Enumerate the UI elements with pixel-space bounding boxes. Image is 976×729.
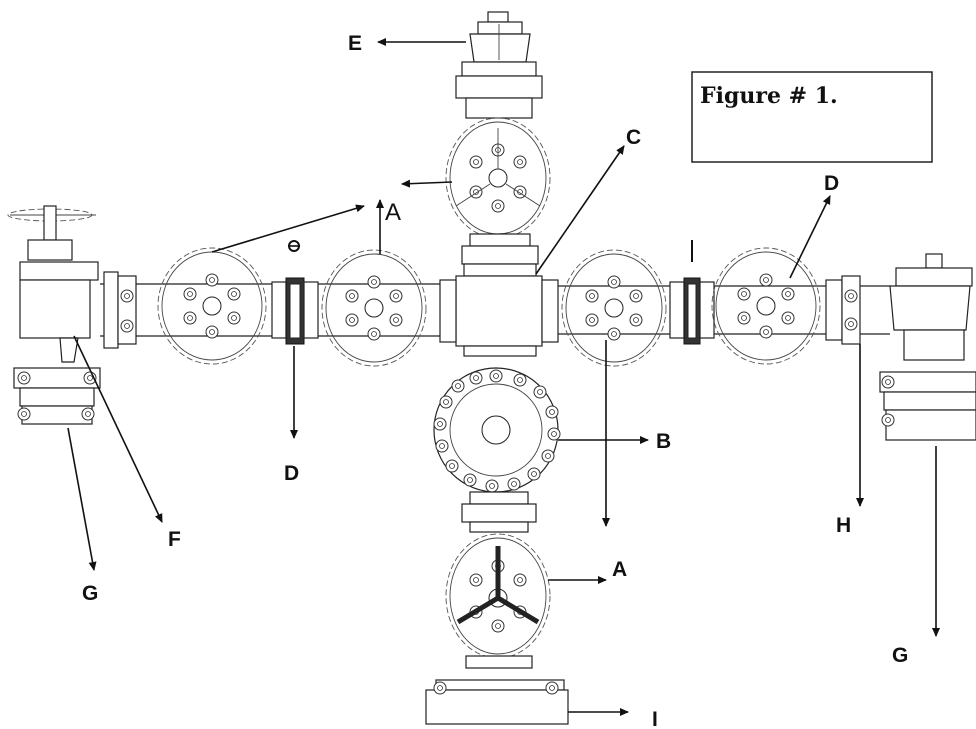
label-b: B bbox=[656, 430, 671, 453]
right-flange bbox=[825, 275, 861, 345]
label-e: E bbox=[348, 32, 362, 55]
master-valve-wheel bbox=[445, 533, 551, 659]
tree-cap bbox=[455, 11, 543, 119]
figure-caption-box: Figure # 1. bbox=[691, 71, 933, 163]
left-ring-gasket bbox=[271, 240, 319, 345]
label-d-left: D bbox=[284, 462, 299, 485]
flow-cross bbox=[439, 263, 559, 357]
swab-valve-wheel bbox=[445, 117, 551, 239]
left-choke bbox=[7, 205, 101, 425]
label-g-right: G bbox=[892, 644, 908, 667]
label-c: C bbox=[626, 126, 641, 149]
label-a-bottom: A bbox=[612, 558, 627, 581]
right-wing-valve-inner bbox=[561, 249, 667, 367]
right-ring-gasket bbox=[669, 240, 715, 345]
left-wing-valve-inner bbox=[321, 249, 427, 367]
label-a-top: A bbox=[385, 199, 401, 226]
figure-caption: Figure # 1. bbox=[700, 83, 838, 109]
label-g-left: G bbox=[82, 582, 98, 605]
label-f: F bbox=[168, 528, 181, 551]
left-wing-valve-outer bbox=[157, 247, 267, 365]
tubing-head bbox=[425, 655, 569, 725]
right-wing-valve-outer bbox=[711, 247, 821, 365]
left-wing-piping bbox=[100, 283, 440, 337]
leader-arrows bbox=[67, 38, 940, 716]
bonnet-flange bbox=[433, 367, 561, 493]
right-choke bbox=[879, 253, 976, 441]
label-h: H bbox=[836, 514, 851, 537]
lower-spool bbox=[461, 491, 537, 533]
left-flange bbox=[103, 271, 137, 349]
upper-body bbox=[461, 233, 539, 265]
label-i: I bbox=[652, 708, 658, 729]
label-d-right: D bbox=[824, 172, 839, 195]
